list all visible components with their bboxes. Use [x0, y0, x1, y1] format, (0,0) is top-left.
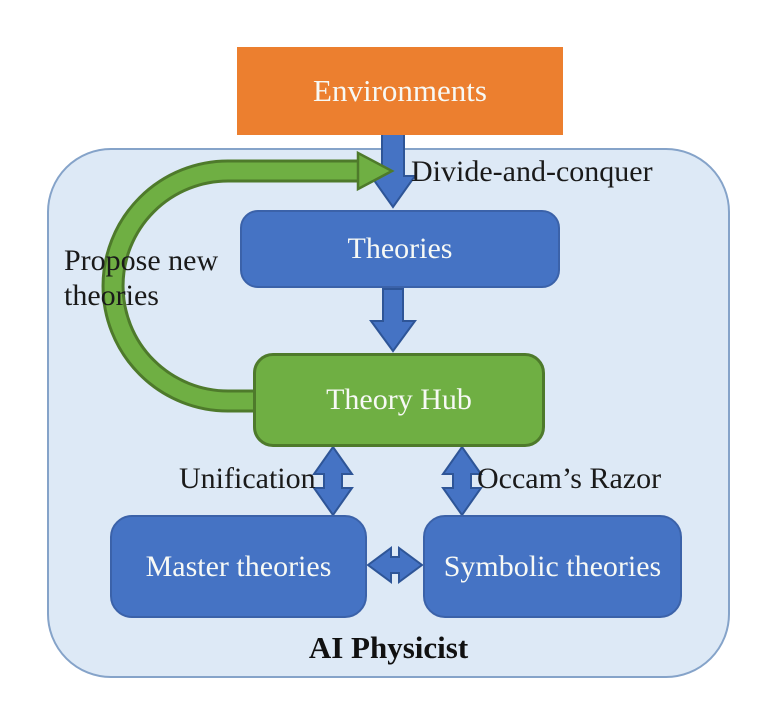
- theories-node: Theories: [240, 210, 560, 288]
- environments-node: Environments: [237, 47, 563, 135]
- master-symbolic-double-arrow: [366, 546, 424, 584]
- master-theories-node: Master theories: [110, 515, 367, 618]
- theories-label: Theories: [347, 232, 453, 265]
- theory-hub-label: Theory Hub: [326, 383, 472, 416]
- symbolic-theories-node: Symbolic theories: [423, 515, 682, 618]
- ai-physicist-caption: AI Physicist: [308, 630, 469, 665]
- theories-to-hub-arrow: [369, 288, 417, 353]
- symbolic-theories-label: Symbolic theories: [443, 549, 662, 583]
- environments-label: Environments: [313, 73, 487, 108]
- propose-new-theories-arrowhead: [356, 150, 395, 192]
- master-theories-label: Master theories: [145, 549, 332, 583]
- unification-double-arrow: [312, 445, 354, 517]
- occams-razor-double-arrow: [441, 445, 483, 517]
- unification-label: Unification: [179, 462, 316, 495]
- divide-and-conquer-label: Divide-and-conquer: [411, 155, 653, 188]
- theory-hub-node: Theory Hub: [253, 353, 545, 447]
- occams-razor-label: Occam’s Razor: [477, 462, 662, 495]
- propose-new-theories-arrow: [104, 162, 358, 410]
- propose-new-theories-label: Propose new theories: [64, 244, 219, 312]
